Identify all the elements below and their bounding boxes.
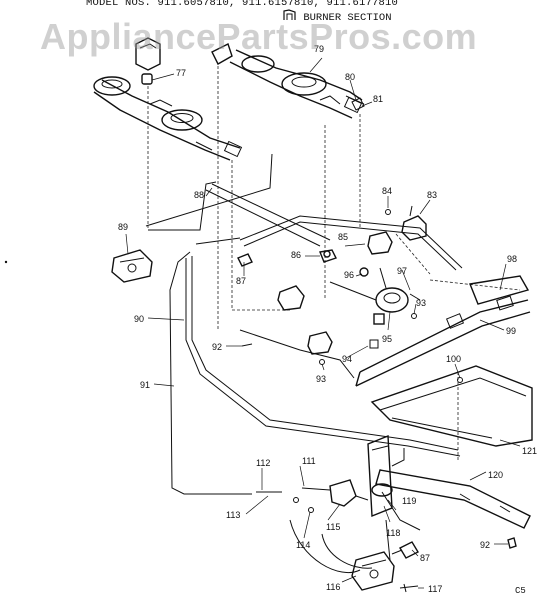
part-label-114: 114 — [296, 540, 310, 550]
part-label-89: 89 — [118, 222, 128, 232]
section-title: BURNER SECTION — [283, 9, 392, 24]
burner-section-bracket-icon — [283, 9, 296, 20]
part-label-92-right: 92 — [480, 540, 490, 550]
part-label-79: 79 — [314, 44, 324, 54]
part-label-98: 98 — [507, 254, 517, 264]
part-label-83: 83 — [427, 190, 437, 200]
part-label-118: 118 — [386, 528, 400, 538]
part-label-87-lower: 87 — [420, 553, 430, 563]
part-label-81: 81 — [373, 94, 383, 104]
part-label-121: 121 — [522, 446, 537, 456]
part-label-93-right: 93 — [416, 298, 426, 308]
part-label-100: 100 — [446, 354, 461, 364]
model-numbers-header: MODEL NOS. 911.6057810, 911.6157810, 911… — [86, 0, 399, 9]
part-label-80: 80 — [345, 72, 355, 82]
oven-safety-valve — [237, 97, 517, 593]
part-labels: 77 79 80 81 83 84 85 86 87 87 88 89 90 9… — [118, 44, 537, 594]
part-label-116: 116 — [326, 582, 340, 592]
oven-thermostat-assembly — [329, 267, 421, 325]
part-label-117: 117 — [428, 584, 442, 594]
part-label-84: 84 — [382, 186, 392, 196]
part-label-120: 120 — [488, 470, 503, 480]
part-label-92-left: 92 — [212, 342, 222, 352]
heat-shield — [370, 365, 533, 447]
part-label-90: 90 — [134, 314, 144, 324]
oven-burner-section — [293, 434, 405, 561]
part-label-96: 96 — [344, 270, 354, 280]
part-label-119: 119 — [402, 496, 416, 506]
part-label-113: 113 — [226, 510, 240, 520]
dashed-reference-lines — [147, 66, 521, 462]
part-label-77: 77 — [176, 68, 186, 78]
watermark: AppliancePartsPros.com — [40, 16, 478, 57]
lower-burner-rail — [375, 469, 531, 529]
part-label-86: 86 — [291, 250, 301, 260]
left-burner-assembly — [93, 37, 243, 161]
gas-tubing — [145, 153, 463, 574]
part-label-85: 85 — [338, 232, 348, 242]
part-label-93-lower: 93 — [316, 374, 326, 384]
part-label-115: 115 — [326, 522, 340, 532]
pressure-regulator — [111, 249, 153, 283]
part-label-99: 99 — [506, 326, 516, 336]
part-label-94: 94 — [342, 354, 352, 364]
page-corner-code: C5 — [515, 586, 526, 596]
stray-mark — [4, 260, 8, 264]
part-label-95: 95 — [382, 334, 392, 344]
part-label-87-upper: 87 — [236, 276, 246, 286]
part-label-88: 88 — [194, 190, 204, 200]
part-label-111: 111 — [302, 456, 316, 466]
burner-valves — [277, 205, 427, 355]
burner-rail — [239, 275, 531, 387]
section-title-text: BURNER SECTION — [303, 12, 392, 24]
part-label-112: 112 — [256, 458, 270, 468]
part-label-91: 91 — [140, 380, 150, 390]
part-label-97: 97 — [397, 266, 407, 276]
leader-lines — [125, 57, 521, 589]
